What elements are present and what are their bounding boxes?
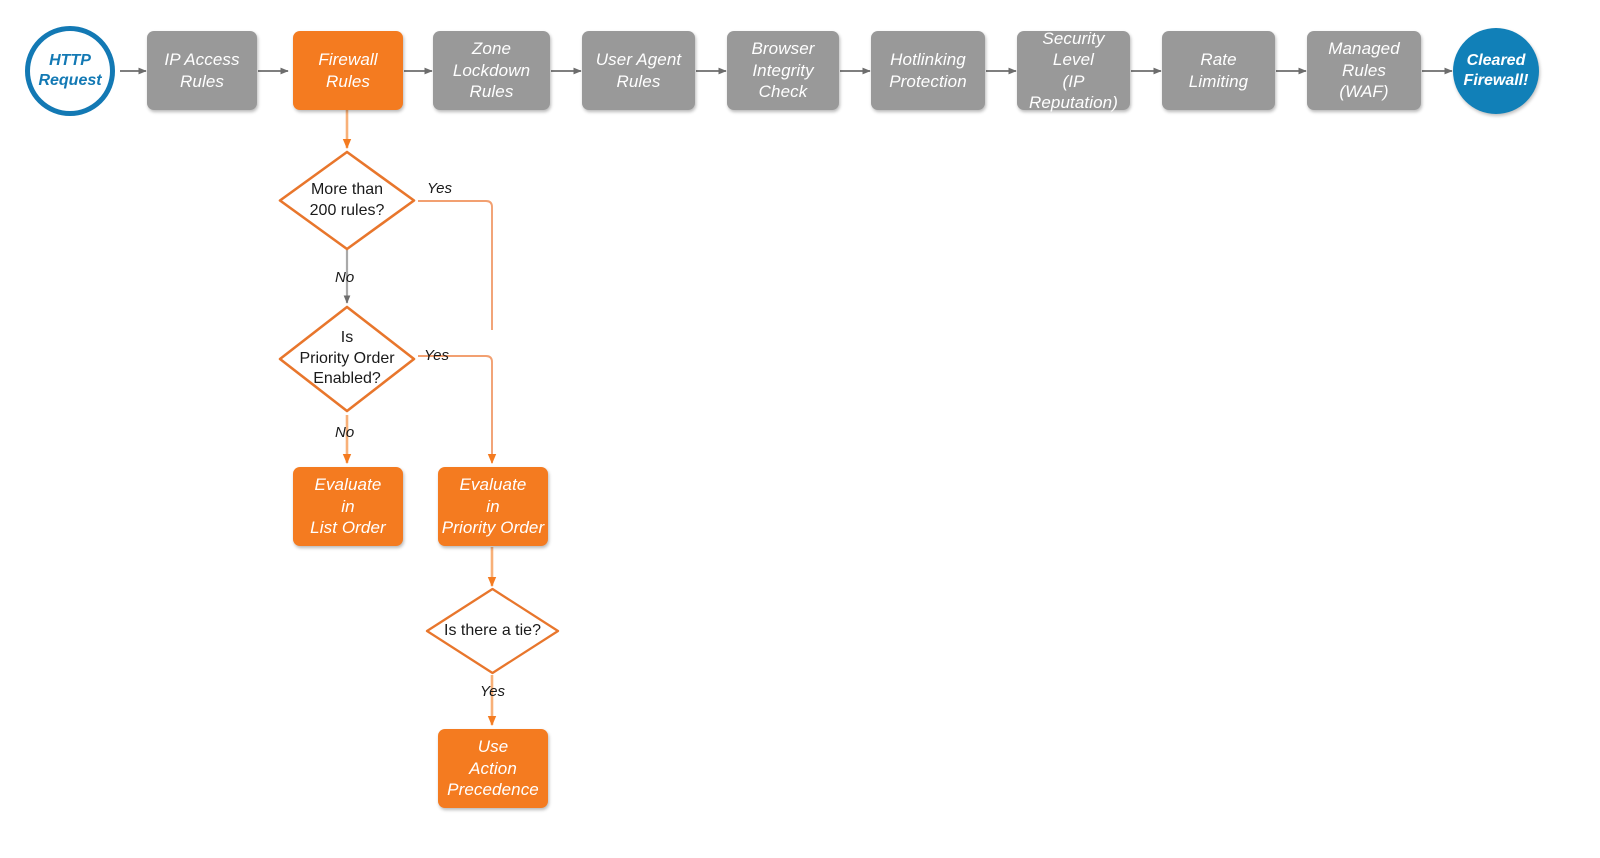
node-cleared-firewall[interactable]: Cleared Firewall! [1453,28,1539,114]
edge-label-priority-order-no: No [335,424,355,441]
node-ip-access-rules[interactable]: IP Access Rules [147,31,257,110]
edge-label-more-than-200-yes: Yes [427,180,453,197]
edge-priority-order-yes [418,355,497,464]
diamond-shape [425,587,560,675]
node-hotlinking-protection[interactable]: Hotlinking Protection [871,31,985,110]
node-hotlinking-protection-label: Hotlinking Protection [889,50,967,91]
node-http-request[interactable]: HTTP Request [25,26,115,116]
node-browser-integrity-check-label: Browser Integrity Check [751,39,815,102]
node-evaluate-in-priority-order[interactable]: Evaluate in Priority Order [438,467,548,546]
node-ip-access-rules-label: IP Access Rules [164,50,240,91]
node-user-agent-rules-label: User Agent Rules [595,50,682,91]
node-evaluate-in-priority-order-label: Evaluate in Priority Order [441,475,545,538]
node-decision-priority-order-enabled[interactable]: Is Priority Order Enabled? [276,303,418,415]
node-firewall-rules-label: Firewall Rules [318,50,378,91]
node-decision-priority-order-enabled-label: Is Priority Order Enabled? [299,328,395,388]
node-evaluate-in-list-order[interactable]: Evaluate in List Order [293,467,403,546]
node-http-request-label: HTTP Request [38,52,102,89]
node-rate-limiting-label: Rate Limiting [1188,50,1249,91]
edge-decision-200-yes [418,200,493,330]
node-zone-lockdown-rules-label: Zone Lockdown Rules [452,39,531,102]
diamond-shape [278,150,416,251]
node-decision-is-there-a-tie-label: Is there a tie? [444,621,541,639]
node-decision-is-there-a-tie[interactable]: Is there a tie? [424,586,561,676]
node-evaluate-in-list-order-label: Evaluate in List Order [310,475,386,538]
edge-label-priority-order-yes: Yes [424,347,450,364]
node-security-level-label: Security Level (IP Reputation) [1029,28,1118,112]
node-decision-more-than-200-rules[interactable]: More than 200 rules? [276,148,418,253]
node-security-level[interactable]: Security Level (IP Reputation) [1017,29,1130,112]
node-rate-limiting[interactable]: Rate Limiting [1162,31,1275,110]
node-browser-integrity-check[interactable]: Browser Integrity Check [727,31,839,110]
node-zone-lockdown-rules[interactable]: Zone Lockdown Rules [433,31,550,110]
node-cleared-firewall-label: Cleared Firewall! [1463,52,1529,89]
node-user-agent-rules[interactable]: User Agent Rules [582,31,695,110]
diamond-shape [278,305,416,413]
node-firewall-rules[interactable]: Firewall Rules [293,31,403,110]
edge-label-more-than-200-no: No [335,269,355,286]
node-managed-rules-waf[interactable]: Managed Rules (WAF) [1307,31,1421,110]
node-use-action-precedence[interactable]: Use Action Precedence [438,729,548,808]
node-use-action-precedence-label: Use Action Precedence [447,737,539,800]
node-decision-more-than-200-rules-label: More than 200 rules? [309,180,385,219]
edge-label-tie-yes: Yes [480,683,506,700]
node-managed-rules-waf-label: Managed Rules (WAF) [1328,39,1400,102]
